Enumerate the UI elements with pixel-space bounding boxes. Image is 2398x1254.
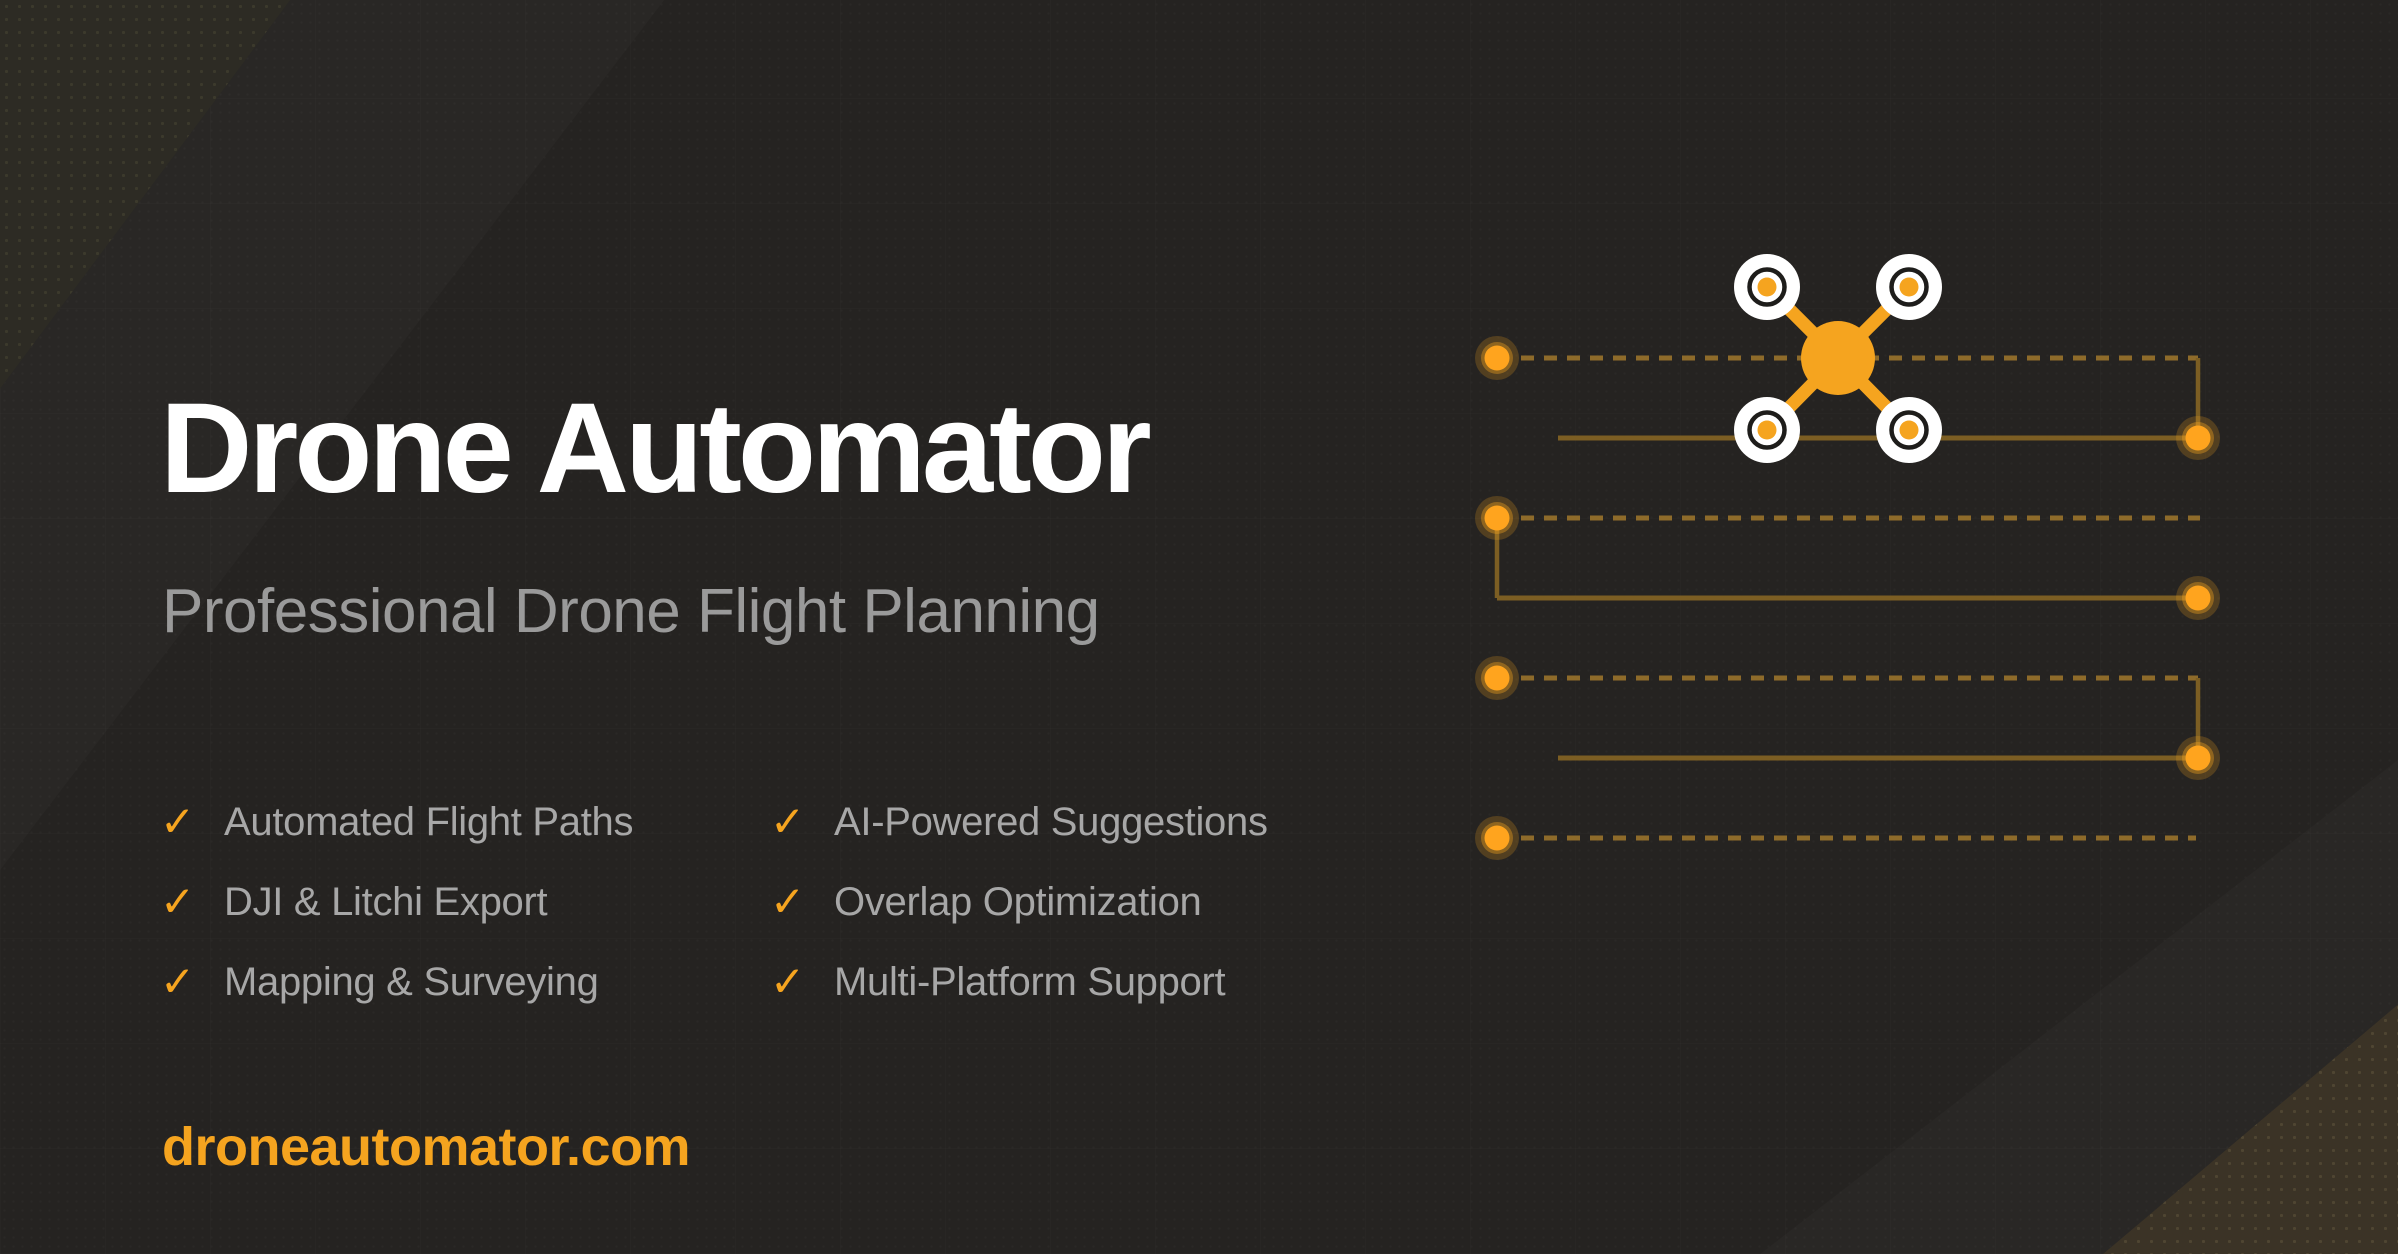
- page-title: Drone Automator: [160, 377, 1152, 520]
- drone-rotor: [1734, 254, 1800, 320]
- waypoint-dots: [1475, 336, 2220, 860]
- feature-label: AI-Powered Suggestions: [834, 799, 1268, 844]
- feature-item-multi-platform-support: ✓ Multi-Platform Support: [770, 960, 1268, 1005]
- feature-item-overlap-optimization: ✓ Overlap Optimization: [770, 880, 1268, 925]
- waypoint-dot: [2176, 736, 2220, 780]
- waypoint-dot: [1475, 656, 1519, 700]
- feature-item-mapping-surveying: ✓ Mapping & Surveying: [160, 960, 770, 1005]
- subtitle: Professional Drone Flight Planning: [162, 577, 1100, 646]
- flight-path: [1494, 355, 2201, 841]
- feature-label: Multi-Platform Support: [834, 959, 1226, 1004]
- flight-path-illustration: [1475, 254, 2220, 860]
- check-icon: ✓: [160, 798, 196, 845]
- drone-body: [1801, 321, 1875, 395]
- waypoint-dot: [2176, 416, 2220, 460]
- feature-item-dji-litchi-export: ✓ DJI & Litchi Export: [160, 880, 770, 925]
- feature-item-automated-flight-paths: ✓ Automated Flight Paths: [160, 800, 770, 845]
- check-icon: ✓: [770, 878, 806, 925]
- drone-rotor: [1876, 254, 1942, 320]
- website-url: droneautomator.com: [162, 1117, 691, 1177]
- feature-label: DJI & Litchi Export: [224, 879, 548, 924]
- feature-label: Overlap Optimization: [834, 879, 1202, 924]
- check-icon: ✓: [770, 798, 806, 845]
- check-icon: ✓: [160, 878, 196, 925]
- drone-rotor: [1876, 397, 1942, 463]
- waypoint-dot: [2176, 576, 2220, 620]
- waypoint-dot: [1475, 496, 1519, 540]
- drone-icon: [1734, 254, 1942, 463]
- drone-rotor: [1734, 397, 1800, 463]
- feature-label: Automated Flight Paths: [224, 799, 634, 844]
- check-icon: ✓: [770, 958, 806, 1005]
- feature-label: Mapping & Surveying: [224, 959, 599, 1004]
- feature-list: ✓ Automated Flight Paths ✓ AI-Powered Su…: [160, 782, 1268, 1022]
- waypoint-dot: [1475, 816, 1519, 860]
- waypoint-dot: [1475, 336, 1519, 380]
- feature-item-ai-powered-suggestions: ✓ AI-Powered Suggestions: [770, 800, 1268, 845]
- check-icon: ✓: [160, 958, 196, 1005]
